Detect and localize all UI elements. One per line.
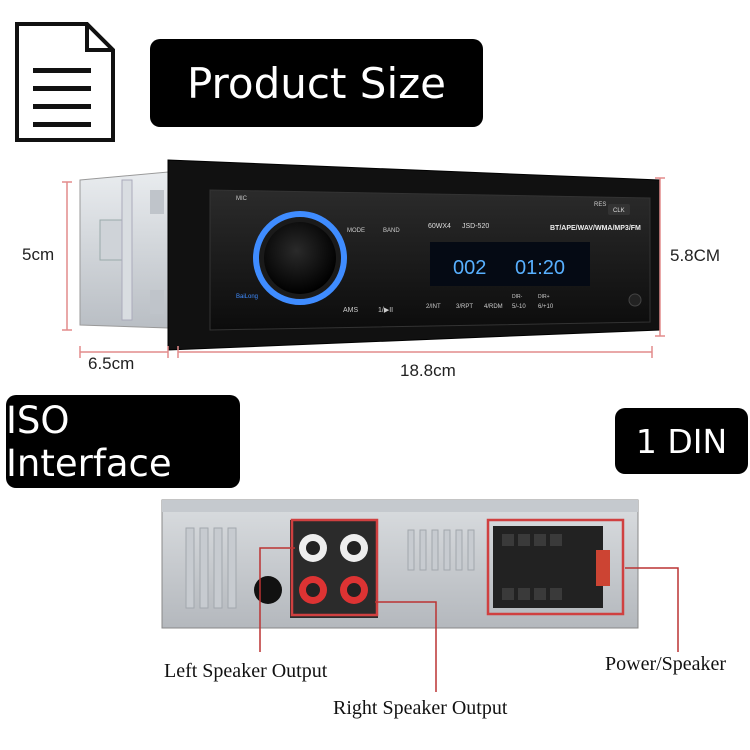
btn-5-top: DIR- <box>512 294 523 300</box>
width-label: 18.8cm <box>400 361 456 380</box>
model-name: JSD-520 <box>462 223 489 230</box>
document-icon <box>15 22 115 142</box>
radio-rear-photo <box>161 499 639 629</box>
callout-lines <box>259 547 679 692</box>
btn-4[interactable]: 4/RDM <box>484 304 503 310</box>
dimension-lines <box>62 177 665 358</box>
iso-interface-heading: ISO Interface <box>6 395 240 488</box>
din-heading: 1 DIN <box>615 408 748 474</box>
brand-small: BaiLong <box>236 294 258 300</box>
power-speaker-label: Power/Speaker <box>605 653 727 675</box>
left-speaker-output-label: Left Speaker Output <box>164 660 328 682</box>
product-size-heading: Product Size <box>150 39 483 127</box>
res-label: RES <box>594 202 606 208</box>
btn-3[interactable]: 3/RPT <box>456 304 473 310</box>
btn-6-top: DIR+ <box>538 294 550 300</box>
height-front-label: 5.8CM <box>670 246 721 265</box>
right-speaker-output-label: Right Speaker Output <box>333 697 508 719</box>
radio-front-photo: MIC RES CLK MODE BAND 60WX4 JSD-520 BT/A… <box>79 159 661 351</box>
btn-5[interactable]: 5/-10 <box>512 304 526 310</box>
display-track: 002 <box>453 257 486 279</box>
power-rating: 60WX4 <box>428 223 451 230</box>
mic-label: MIC <box>236 196 248 202</box>
ams-button[interactable]: AMS <box>343 307 359 314</box>
btn-2[interactable]: 2/INT <box>426 304 441 310</box>
mode-label: MODE <box>347 228 365 234</box>
band-label: BAND <box>383 228 400 234</box>
format-list: BT/APE/WAV/WMA/MP3/FM <box>550 225 641 232</box>
display-time: 01:20 <box>515 257 565 279</box>
depth-label: 6.5cm <box>88 354 135 373</box>
height-body-label: 5cm <box>22 245 55 264</box>
btn-1[interactable]: 1/▶II <box>378 307 393 314</box>
btn-6[interactable]: 6/+10 <box>538 304 554 310</box>
clk-button[interactable]: CLK <box>613 208 625 214</box>
